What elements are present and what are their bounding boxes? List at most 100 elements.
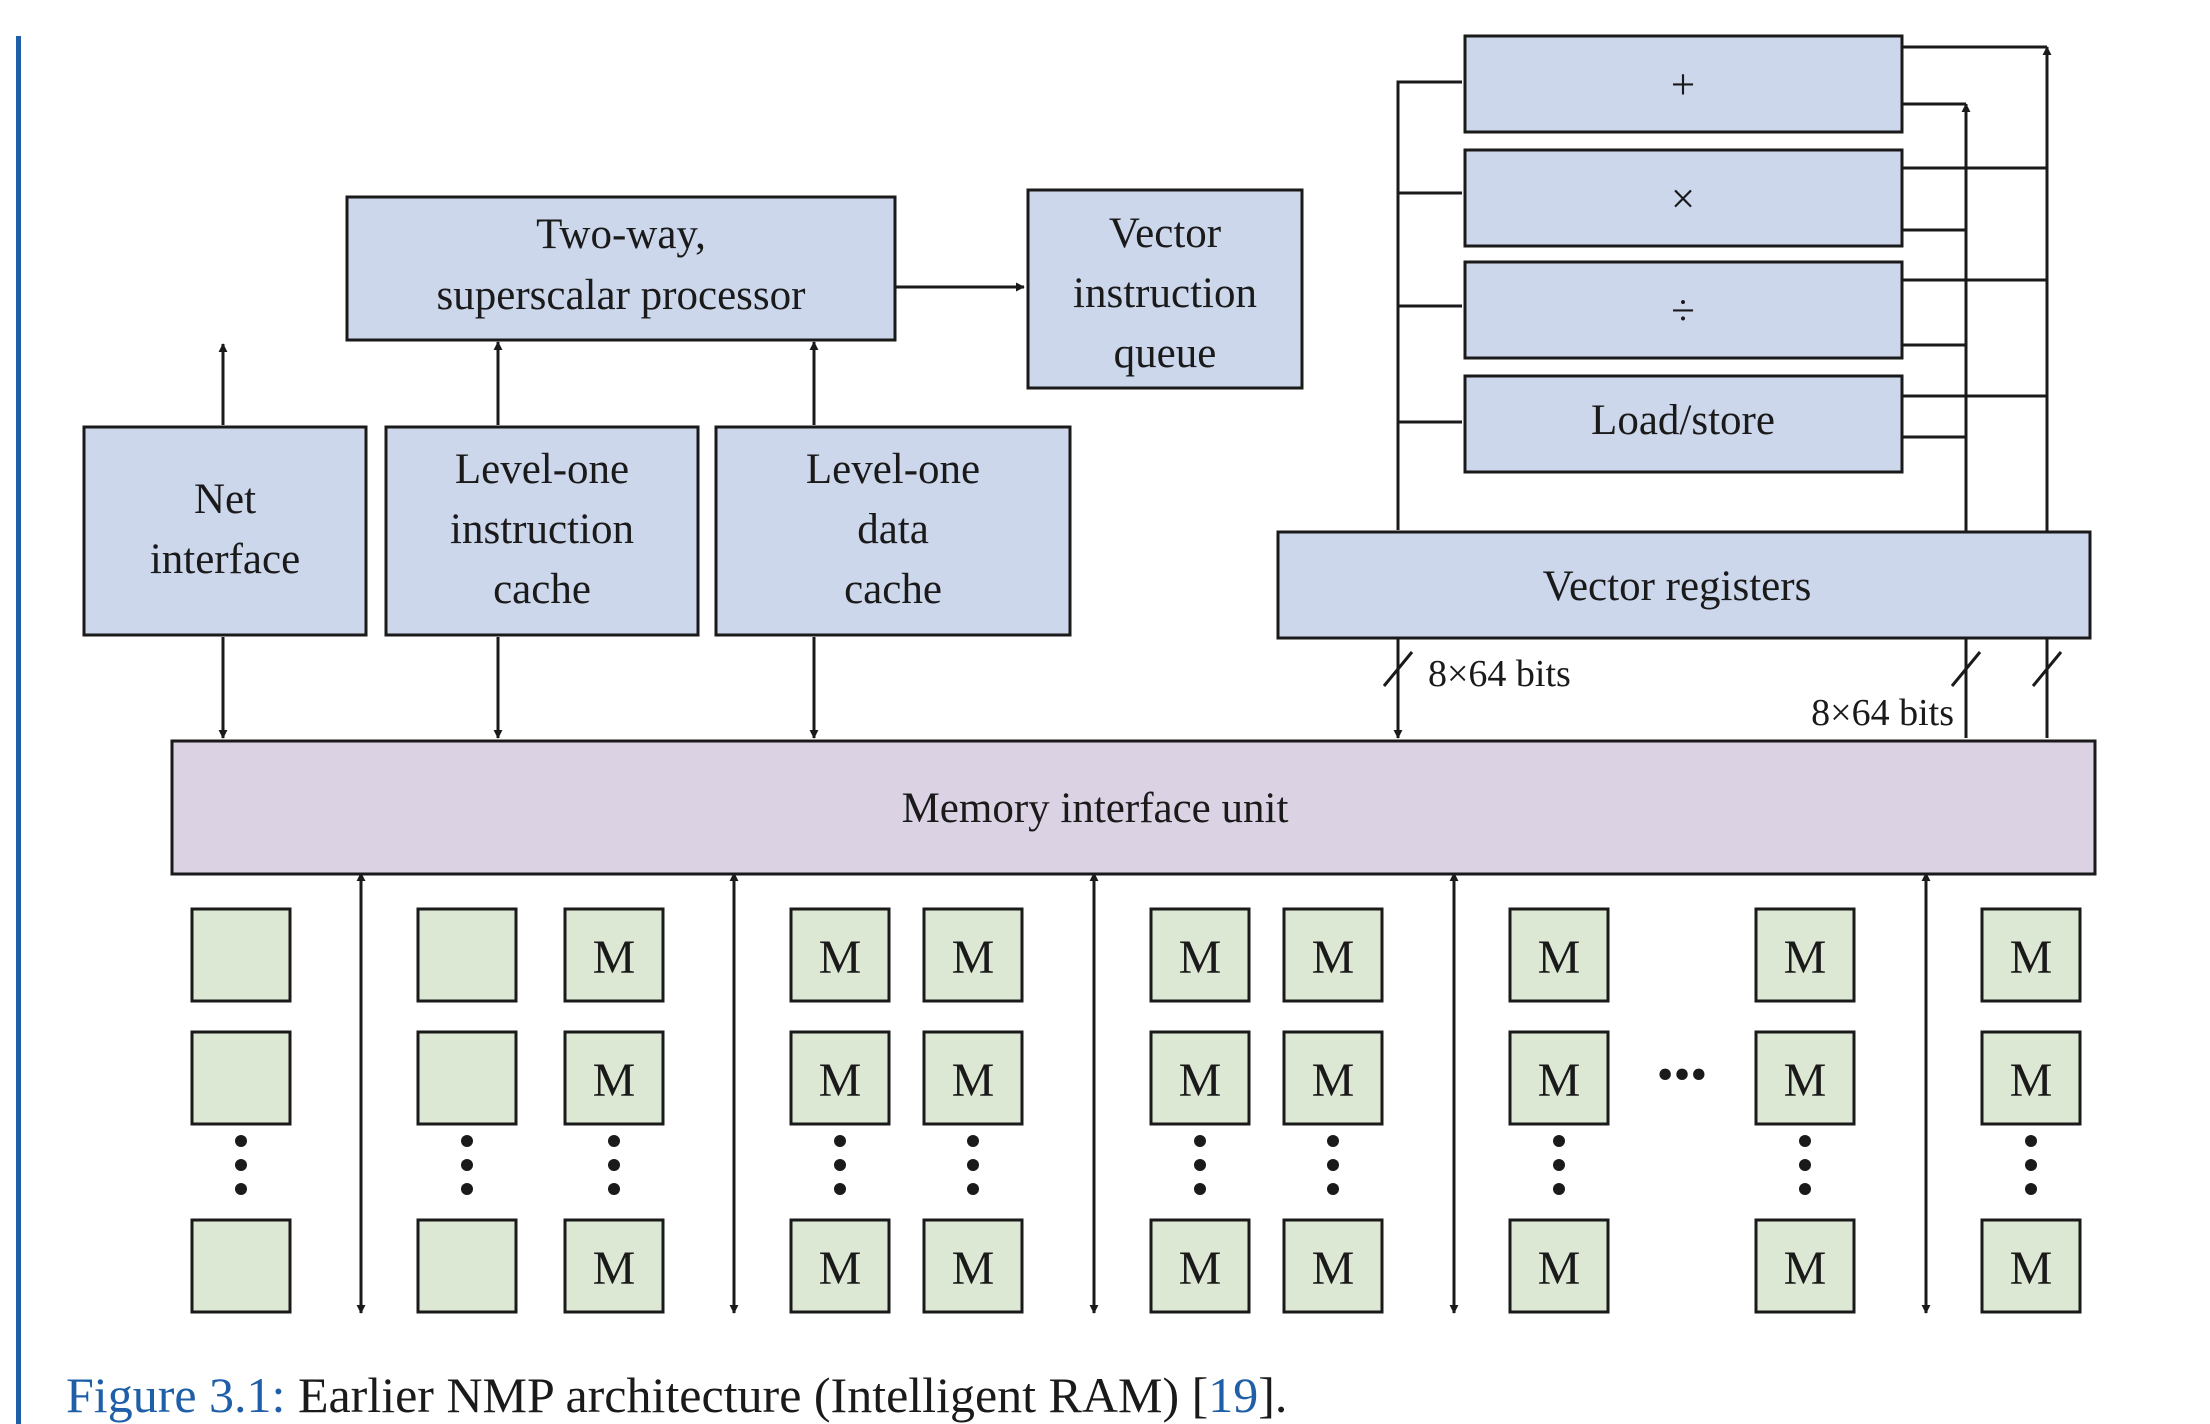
vertical-ellipsis-dot bbox=[1194, 1183, 1206, 1195]
memory-bank: M bbox=[563, 1030, 665, 1126]
vertical-ellipsis-dot bbox=[1194, 1159, 1206, 1171]
net-interface-label-line-2: interface bbox=[150, 536, 300, 583]
vertical-ellipsis-dot bbox=[235, 1183, 247, 1195]
load-store-unit: Load/store bbox=[1463, 374, 1904, 474]
memory-bank-label: M bbox=[1312, 1054, 1355, 1107]
memory-bank: M bbox=[563, 1218, 665, 1314]
functional-units: + × ÷ Load/store bbox=[1463, 34, 1904, 474]
memory-bank-label: M bbox=[1312, 1242, 1355, 1295]
memory-bank: M bbox=[1149, 1030, 1251, 1126]
memory-bank-label: M bbox=[819, 1054, 862, 1107]
dcache-label-line-3: cache bbox=[844, 566, 942, 613]
vertical-ellipsis-dot bbox=[1327, 1183, 1339, 1195]
memory-bank: M bbox=[1149, 907, 1251, 1003]
vertical-ellipsis-dot bbox=[2025, 1135, 2037, 1147]
memory-bank: M bbox=[1508, 1030, 1610, 1126]
vertical-ellipsis-dot bbox=[1553, 1135, 1565, 1147]
vertical-ellipsis-dot bbox=[834, 1183, 846, 1195]
memory-bank: M bbox=[1282, 1218, 1384, 1314]
memory-bank-label: M bbox=[1312, 931, 1355, 984]
memory-bank: M bbox=[789, 1030, 891, 1126]
net-interface-block: Net interface bbox=[82, 425, 368, 637]
vertical-ellipsis-dot bbox=[967, 1135, 979, 1147]
memory-bank: M bbox=[1282, 1030, 1384, 1126]
memory-bank-label: M bbox=[952, 931, 995, 984]
figure-caption-label: Figure 3.1: bbox=[66, 1367, 285, 1423]
memory-bank: M bbox=[1508, 907, 1610, 1003]
vertical-ellipsis-dot bbox=[2025, 1183, 2037, 1195]
vertical-ellipsis-dot bbox=[1327, 1159, 1339, 1171]
memory-bank-label: M bbox=[952, 1242, 995, 1295]
memory-bank-label: M bbox=[2010, 1242, 2053, 1295]
vector-instruction-queue-block: Vector instruction queue bbox=[1026, 188, 1304, 390]
multiply-unit: × bbox=[1463, 148, 1904, 248]
memory-bank-label: M bbox=[1538, 931, 1581, 984]
memory-bank: M bbox=[1980, 907, 2082, 1003]
bank-columns-ellipsis: ••• bbox=[1657, 1048, 1707, 1101]
memory-bank bbox=[416, 907, 518, 1003]
memory-bank: M bbox=[922, 1030, 1024, 1126]
bus-width-slash-left bbox=[1382, 651, 1414, 687]
l1-instruction-cache-block: Level-one instruction cache bbox=[384, 425, 700, 637]
vertical-ellipsis-dot bbox=[1553, 1183, 1565, 1195]
bus-width-label-right: 8×64 bits bbox=[1811, 692, 1954, 734]
memory-bank: M bbox=[922, 907, 1024, 1003]
superscalar-processor-block: Two-way, superscalar processor bbox=[345, 195, 897, 342]
net-interface-label-line-1: Net bbox=[194, 476, 256, 523]
memory-bank-label: M bbox=[1179, 1242, 1222, 1295]
memory-bank bbox=[190, 1030, 292, 1126]
vector-registers-label: Vector registers bbox=[1543, 563, 1812, 610]
figure-caption-text: Earlier NMP architecture (Intelligent RA… bbox=[285, 1367, 1208, 1423]
memory-bank-label: M bbox=[593, 931, 636, 984]
vertical-ellipsis-dot bbox=[461, 1183, 473, 1195]
memory-bank-label: M bbox=[1538, 1054, 1581, 1107]
memory-bank: M bbox=[1754, 907, 1856, 1003]
processor-label-line-1: Two-way, bbox=[536, 211, 706, 258]
vertical-ellipsis-dot bbox=[235, 1159, 247, 1171]
memory-bank-label: M bbox=[1538, 1242, 1581, 1295]
vertical-ellipsis-dot bbox=[1799, 1135, 1811, 1147]
memory-bank-label: M bbox=[2010, 1054, 2053, 1107]
memory-interface-label: Memory interface unit bbox=[902, 785, 1289, 832]
vector-queue-label-line-1: Vector bbox=[1109, 210, 1221, 257]
bus-width-slash-right-2 bbox=[2031, 651, 2063, 687]
memory-bank: M bbox=[1149, 1218, 1251, 1314]
divide-unit-label: ÷ bbox=[1671, 288, 1695, 335]
figure-caption: Figure 3.1: Earlier NMP architecture (In… bbox=[66, 1367, 1287, 1423]
l1-data-cache-block: Level-one data cache bbox=[714, 425, 1072, 637]
vertical-ellipsis-dot bbox=[834, 1135, 846, 1147]
vertical-ellipsis-dot bbox=[461, 1159, 473, 1171]
memory-bank: M bbox=[563, 907, 665, 1003]
memory-bank-label: M bbox=[2010, 931, 2053, 984]
memory-bank: M bbox=[789, 907, 891, 1003]
vertical-ellipsis-dot bbox=[608, 1159, 620, 1171]
memory-bank: M bbox=[789, 1218, 891, 1314]
bus-vector-registers-to-units bbox=[1396, 80, 1462, 530]
multiply-unit-label: × bbox=[1671, 176, 1695, 223]
vertical-ellipsis-dot bbox=[1553, 1159, 1565, 1171]
add-unit: + bbox=[1463, 34, 1904, 134]
vertical-ellipsis-dot bbox=[1799, 1159, 1811, 1171]
bus-width-slash-right-1 bbox=[1950, 651, 1982, 687]
vertical-ellipsis-dot bbox=[2025, 1159, 2037, 1171]
memory-bank: M bbox=[1508, 1218, 1610, 1314]
memory-bank: M bbox=[922, 1218, 1024, 1314]
vector-registers-block: Vector registers bbox=[1276, 530, 2092, 640]
dcache-label-line-1: Level-one bbox=[806, 446, 980, 493]
vertical-ellipsis-dot bbox=[461, 1135, 473, 1147]
dcache-label-line-2: data bbox=[857, 506, 929, 553]
memory-bank-label: M bbox=[593, 1242, 636, 1295]
vertical-ellipsis-dot bbox=[608, 1135, 620, 1147]
figure-caption-ref-link[interactable]: 19 bbox=[1208, 1367, 1258, 1423]
memory-bank: M bbox=[1754, 1218, 1856, 1314]
memory-bank: M bbox=[1754, 1030, 1856, 1126]
left-margin-rule bbox=[16, 36, 21, 1424]
vector-queue-label-line-3: queue bbox=[1114, 330, 1217, 377]
memory-bank-label: M bbox=[593, 1054, 636, 1107]
vertical-ellipsis-dot bbox=[967, 1183, 979, 1195]
memory-bank bbox=[190, 907, 292, 1003]
vertical-ellipsis-dot bbox=[834, 1159, 846, 1171]
memory-bank-label: M bbox=[1179, 931, 1222, 984]
figure-caption-end: ]. bbox=[1258, 1367, 1287, 1423]
